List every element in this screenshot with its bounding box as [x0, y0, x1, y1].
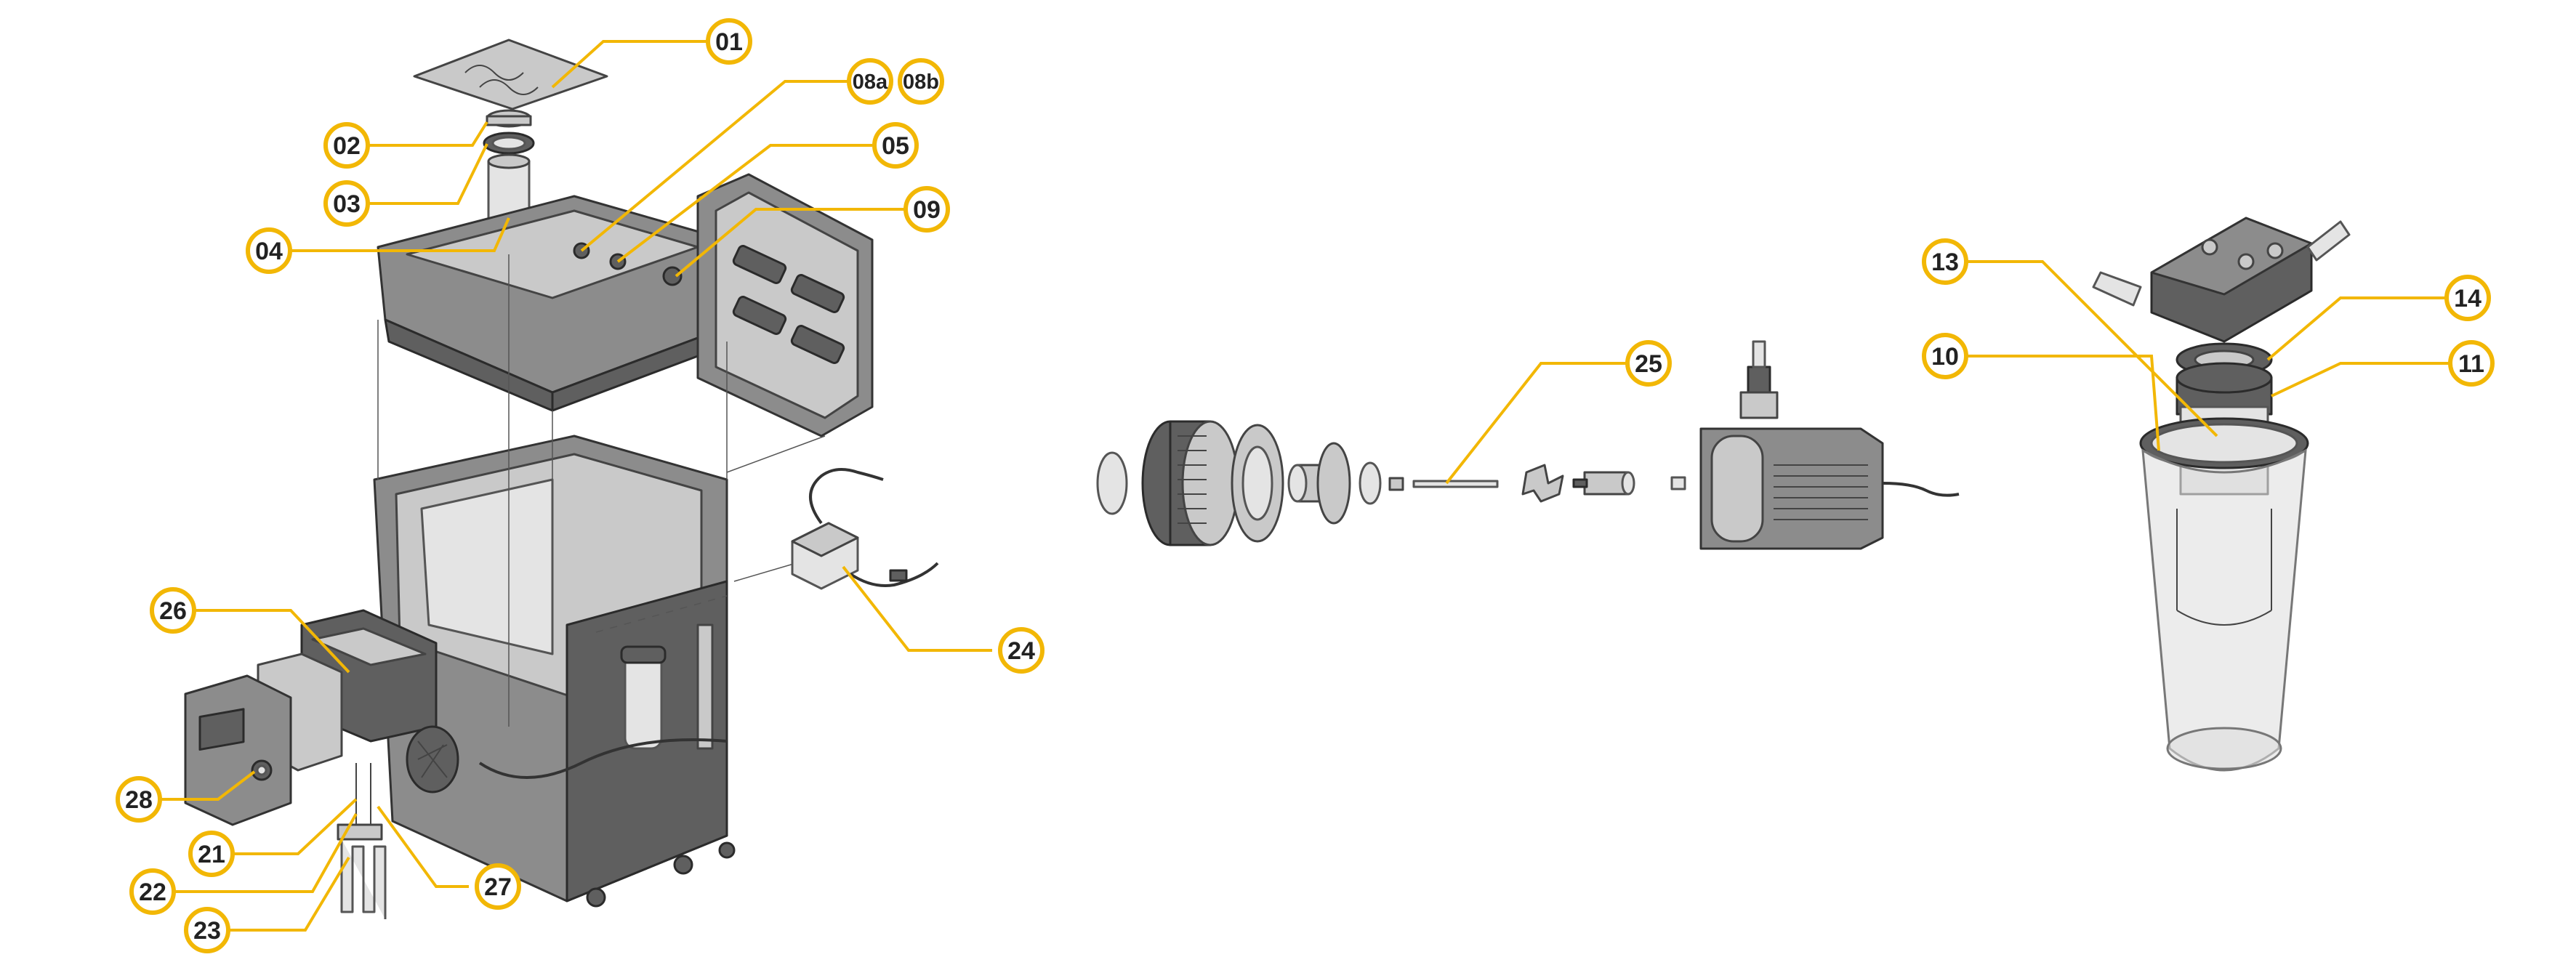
filter-canister-assembly: [2092, 217, 2351, 772]
upper-tray: [377, 195, 728, 412]
callout-26-label: 26: [159, 597, 187, 625]
callout-08a-label: 08a: [853, 70, 888, 94]
leader-lines: [161, 40, 2450, 932]
part-23-heater-element: [337, 763, 387, 919]
pump-outlet-fitting: [1739, 340, 1779, 419]
leader-28: [161, 770, 256, 801]
leader-21: [233, 798, 358, 855]
leader-13: [1967, 260, 2218, 437]
callout-23-label: 23: [193, 917, 221, 945]
filter-head: [2092, 217, 2351, 343]
callout-10-label: 10: [1931, 343, 1959, 371]
callout-11-label: 11: [2458, 350, 2484, 378]
callout-27-label: 27: [484, 873, 512, 901]
callout-24: 24: [998, 627, 1045, 674]
part-10-canister: [2139, 417, 2309, 772]
pump-bushing: [1388, 477, 1404, 491]
leader-04: [289, 217, 510, 252]
part-26-housing-top: [311, 627, 427, 666]
leader-08a: [580, 80, 848, 252]
part-02-collar: [486, 109, 532, 128]
callout-08a: 08a: [847, 58, 893, 105]
leader-03: [367, 143, 488, 205]
pump-strainer: [1141, 420, 1239, 546]
callout-22-label: 22: [139, 879, 166, 906]
callout-21: 21: [188, 831, 235, 877]
part-27-fan: [406, 725, 459, 794]
callout-01-label: 01: [715, 28, 743, 56]
leader-11: [2271, 362, 2450, 397]
pump-housing-ring: [1231, 424, 1284, 543]
pump-assembly: [1096, 340, 1960, 550]
callout-11: 11: [2448, 340, 2495, 387]
callout-02: 02: [323, 122, 370, 169]
leader-05: [616, 144, 872, 263]
part-25-shaft: [1412, 480, 1499, 488]
lid: [696, 173, 874, 437]
callout-25: 25: [1625, 340, 1672, 387]
part-24-junction-box: [791, 468, 939, 590]
pump-end-bushing: [1670, 476, 1686, 490]
leader-23: [229, 856, 350, 932]
callout-05-label: 05: [882, 132, 909, 160]
callout-23: 23: [184, 907, 230, 953]
callout-14: 14: [2444, 275, 2491, 321]
pump-cap: [1096, 451, 1128, 515]
callout-25-label: 25: [1635, 350, 1662, 378]
callout-10: 10: [1922, 333, 1968, 379]
main-unit-assembly: [373, 39, 874, 908]
callout-09-label: 09: [913, 196, 941, 224]
pump-volute: [1287, 442, 1351, 525]
callout-28: 28: [116, 776, 162, 823]
assembly-guides: [377, 254, 826, 727]
callout-13-label: 13: [1931, 249, 1959, 276]
callout-04-label: 04: [255, 238, 283, 265]
leader-14: [2266, 296, 2446, 361]
leader-02: [367, 121, 488, 147]
leader-09: [675, 208, 905, 278]
callout-27: 27: [475, 863, 521, 910]
leader-27: [377, 805, 469, 888]
callout-08b-label: 08b: [903, 70, 939, 94]
internal-cable: [478, 738, 728, 779]
callout-13: 13: [1922, 238, 1968, 285]
part-03-ring-inner: [491, 136, 526, 150]
callout-02-label: 02: [333, 132, 361, 160]
callout-21-label: 21: [198, 841, 225, 868]
leader-25: [1445, 362, 1627, 485]
callout-22: 22: [129, 868, 176, 915]
leader-10: [1967, 355, 2160, 451]
callout-04: 04: [246, 227, 292, 274]
part-28-front-panel: [184, 674, 292, 826]
part-01-top-plate: [413, 39, 608, 110]
callout-26: 26: [150, 587, 196, 634]
callout-28-label: 28: [125, 786, 153, 814]
leader-24: [842, 565, 992, 652]
callout-09: 09: [903, 186, 950, 233]
callout-08b: 08b: [898, 58, 944, 105]
leader-26: [195, 609, 350, 674]
leader-22: [174, 813, 358, 893]
main-tank: [373, 435, 736, 908]
callout-24-label: 24: [1007, 637, 1035, 665]
pump-impeller: [1521, 464, 1564, 503]
callout-14-label: 14: [2454, 285, 2482, 312]
pump-rotor: [1572, 471, 1635, 496]
callout-01: 01: [706, 18, 752, 65]
leader-01: [551, 40, 709, 89]
callout-03: 03: [323, 180, 370, 227]
callout-05: 05: [872, 122, 919, 169]
callout-03-label: 03: [333, 190, 361, 218]
pump-motor: [1699, 427, 1960, 550]
pump-seal: [1359, 461, 1382, 505]
control-module: [184, 609, 459, 919]
